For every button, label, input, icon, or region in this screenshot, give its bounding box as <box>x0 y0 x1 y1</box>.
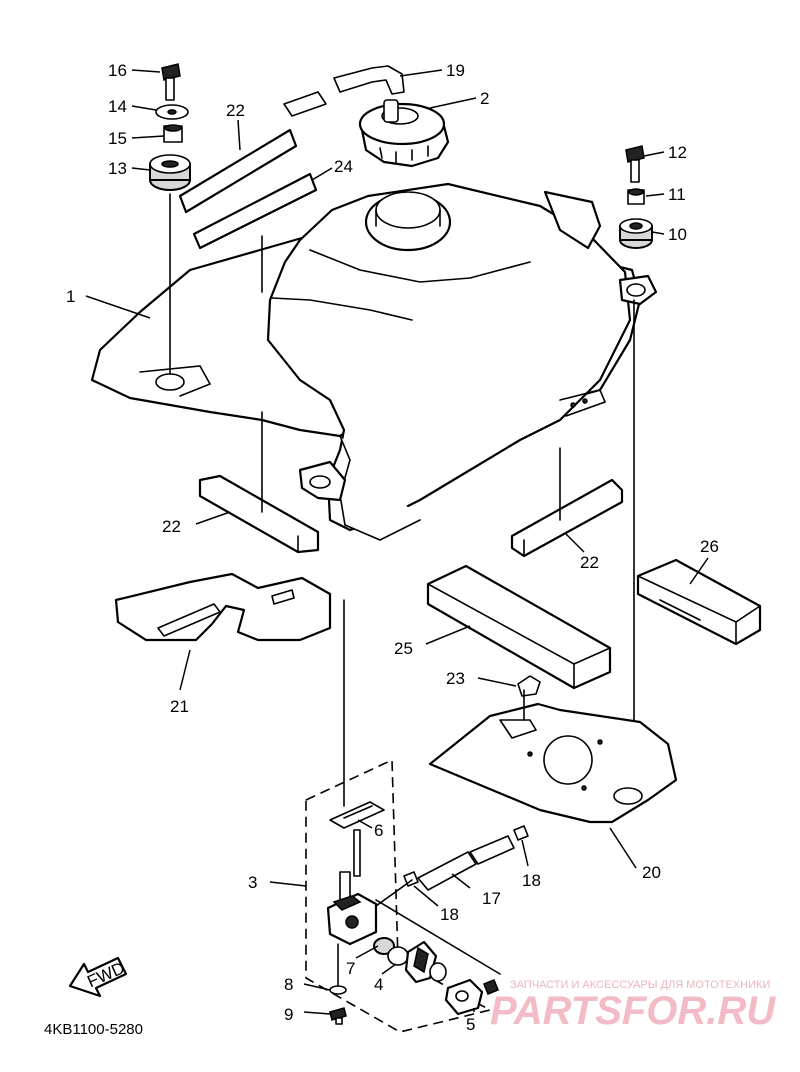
callout-2: 2 <box>480 89 489 108</box>
callout-22-left: 22 <box>162 517 181 536</box>
callout-22-right: 22 <box>580 553 599 572</box>
forward-direction-arrow: FWD <box>68 956 127 998</box>
callout-10: 10 <box>668 225 687 244</box>
callout-5: 5 <box>466 1015 475 1034</box>
front-mount-hardware <box>619 145 653 793</box>
leader-lines <box>85 69 709 1015</box>
fuel-cock-assembly <box>305 599 529 1033</box>
callout-6: 6 <box>374 821 383 840</box>
shield-pads <box>426 558 762 690</box>
rear-mount-hardware <box>149 63 191 375</box>
callout-21: 21 <box>170 697 189 716</box>
watermark: ЗАПЧАСТИ И АКСЕССУАРЫ ДЛЯ МОТОТЕХНИКИ PA… <box>490 979 776 1033</box>
callout-7: 7 <box>346 959 355 978</box>
callout-24: 24 <box>334 157 353 176</box>
callout-12: 12 <box>668 143 687 162</box>
callout-labels: 16 14 15 13 19 2 22 24 1 12 11 10 22 22 … <box>66 61 719 1034</box>
callout-4: 4 <box>374 975 383 994</box>
callout-26: 26 <box>700 537 719 556</box>
heat-shield-left <box>114 572 332 642</box>
callout-16: 16 <box>108 61 127 80</box>
callout-3: 3 <box>248 873 257 892</box>
callout-25: 25 <box>394 639 413 658</box>
callout-13: 13 <box>108 159 127 178</box>
callout-19: 19 <box>446 61 465 80</box>
callout-14: 14 <box>108 97 127 116</box>
callout-1: 1 <box>66 287 75 306</box>
callout-15: 15 <box>108 129 127 148</box>
callout-18-right: 18 <box>522 871 541 890</box>
heat-shield-main <box>428 675 678 824</box>
callout-22-top: 22 <box>226 101 245 120</box>
callout-11: 11 <box>668 185 686 204</box>
damper-pads <box>178 128 624 558</box>
fuel-cap <box>283 65 450 168</box>
fuel-tank <box>90 182 658 541</box>
watermark-brand: PARTSFOR.RU <box>490 989 776 1033</box>
callout-8: 8 <box>284 975 293 994</box>
callout-9: 9 <box>284 1005 293 1024</box>
watermark-tagline: ЗАПЧАСТИ И АКСЕССУАРЫ ДЛЯ МОТОТЕХНИКИ <box>510 979 770 991</box>
callout-20: 20 <box>642 863 661 882</box>
callout-23: 23 <box>446 669 465 688</box>
callout-17: 17 <box>482 889 501 908</box>
callout-18-left: 18 <box>440 905 459 924</box>
diagram-part-code: 4KB1100-5280 <box>44 1021 143 1038</box>
